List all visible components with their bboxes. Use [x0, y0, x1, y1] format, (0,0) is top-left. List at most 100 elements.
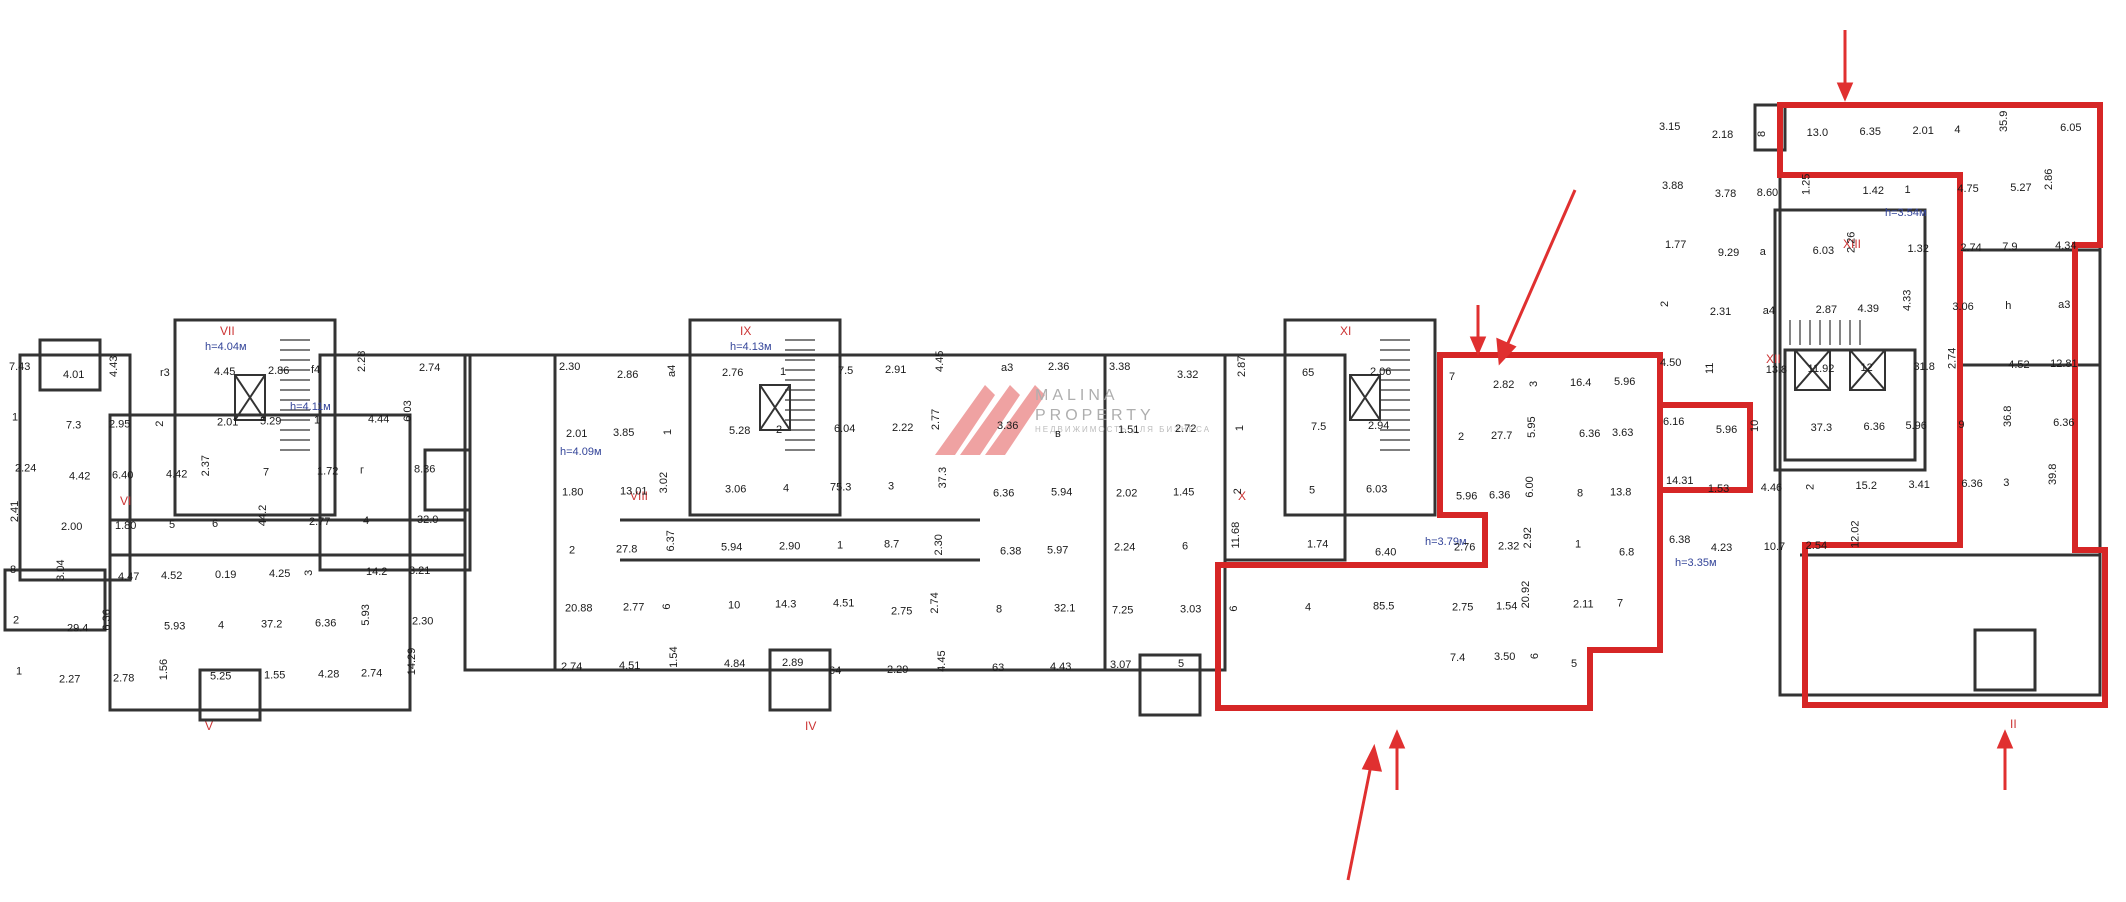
dimension-label: 1.25 [1801, 174, 1813, 195]
dimension-label: 2.72 [1175, 423, 1196, 435]
block-c-core [1283, 318, 1437, 517]
dimension-label: 2.92 [1522, 527, 1534, 548]
tower-outline [1778, 103, 2102, 697]
dimension-label: 8 [1577, 488, 1583, 500]
dimension-label: 2.29 [887, 664, 908, 676]
dimension-label: 4.42 [69, 470, 90, 482]
watermark-logo [935, 385, 1045, 455]
dimension-label: 5 [1178, 658, 1184, 670]
dimension-label: 2.87 [1816, 304, 1837, 316]
dimension-label: 6.36 [993, 487, 1014, 499]
dimension-label: 2 [776, 424, 782, 436]
dimension-label: 3.78 [1715, 188, 1736, 200]
dimension-label: 0.19 [215, 569, 236, 581]
dimension-label: 3.50 [1494, 651, 1515, 663]
dimension-label: 1.45 [1173, 486, 1194, 498]
dimension-label: 4.33 [1901, 290, 1913, 311]
dimension-label: 6.00 [1524, 476, 1536, 497]
dimension-label: 75.3 [830, 481, 851, 493]
dimension-label: 35.9 [1998, 111, 2010, 132]
dimension-label: 4.84 [724, 658, 745, 670]
dimension-label: 4 [1305, 602, 1311, 614]
stair-tower [1789, 320, 1861, 345]
dimension-label: 4.43 [108, 356, 120, 377]
dimension-label: 7.9 [2002, 241, 2017, 253]
dimension-label: 6.37 [665, 530, 677, 551]
block-c-outline [1103, 353, 1227, 672]
dimension-label: 6.36 [1579, 428, 1600, 440]
dimension-label: 4 [218, 620, 224, 632]
dimension-label: 1.56 [158, 659, 170, 680]
dimension-label: 6.36 [1864, 421, 1885, 433]
dimension-label: 8.60 [1757, 187, 1778, 199]
dimension-label: 29.4 [67, 623, 88, 635]
watermark: MALINA PROPERTY НЕДВИЖИМОСТЬ ДЛЯ БИЗНЕСА [935, 385, 1209, 455]
dimension-label: 2.94 [1368, 420, 1389, 432]
dimension-label: a3 [2058, 299, 2070, 311]
dimension-label: 2 [154, 421, 166, 427]
dimension-label: 2.86 [2043, 169, 2055, 190]
dimension-label: 4.23 [1711, 542, 1732, 554]
dimension-label: 2.26 [1846, 232, 1858, 253]
dimension-label: 1.80 [115, 520, 136, 532]
dimension-label: 6.8 [1619, 547, 1634, 559]
dimension-label: 1.55 [264, 669, 285, 681]
dimension-label: 13.8 [1766, 364, 1787, 376]
height-notes: h=4.04мh=4.11мh=4.13мh=4.09мh=3.79мh=3.3… [205, 207, 1927, 569]
dimension-label: 6 [1182, 541, 1188, 553]
dimension-label: 5.94 [1051, 486, 1072, 498]
arrow-diag-bottom-head [1361, 743, 1383, 772]
dimension-label: 5.96 [1456, 491, 1477, 503]
dimension-label: 5.27 [2010, 182, 2031, 194]
dimension-label: 6.40 [1375, 547, 1396, 559]
arrow-down-1-head [1469, 336, 1487, 356]
dimension-label: 7 [263, 466, 269, 478]
dimension-label: 7.5 [1311, 421, 1326, 433]
dimension-label: 3.03 [1180, 604, 1201, 616]
dimension-label: 5.96 [1614, 376, 1635, 388]
dimension-label: 14.2 [366, 566, 387, 578]
roman-label: VII [220, 324, 235, 338]
dimension-label: 1.77 [1665, 239, 1686, 251]
dimension-label: 2.01 [1912, 125, 1933, 137]
dimension-label: 4.47 [118, 571, 139, 583]
dimension-label: 7.43 [9, 361, 30, 373]
dimension-label: 37.2 [261, 619, 282, 631]
dimension-label: h [2005, 300, 2011, 312]
roman-label: VI [120, 494, 131, 508]
dimension-label: 8.36 [414, 463, 435, 475]
dimension-label: 37.3 [1811, 422, 1832, 434]
dimension-label: 2.89 [782, 657, 803, 669]
dimension-label: 2.91 [885, 364, 906, 376]
block-a-stub [463, 353, 557, 672]
dimension-label: 1 [662, 429, 674, 435]
dimension-label: 4.45 [214, 366, 235, 378]
dimension-label: 5.93 [164, 621, 185, 633]
dimension-label: 3.41 [1908, 479, 1929, 491]
dimension-label: 6 [212, 518, 218, 530]
dimension-label: 1.51 [1118, 424, 1139, 436]
dimension-label: 6.36 [2053, 417, 2074, 429]
dimension-label: 44.2 [257, 505, 269, 526]
dimension-label: г [360, 464, 364, 476]
dimension-label: 3.32 [1177, 369, 1198, 381]
dimension-label: a3 [1001, 362, 1013, 374]
dimension-label: 6.36 [101, 609, 113, 630]
dimension-label: 1.53 [1708, 483, 1729, 495]
block-b-outline [553, 353, 1107, 672]
dimension-label: 5.96 [1716, 424, 1737, 436]
dimension-label: 6.35 [1860, 126, 1881, 138]
dimension-label: 12.81 [2050, 358, 2078, 370]
dimension-label: 1 [314, 415, 320, 427]
dimension-label: 2.27 [59, 673, 80, 685]
dimension-label: 8 [1756, 131, 1768, 137]
dimension-label: 2.18 [1712, 129, 1733, 141]
dimension-label: 12 [1861, 362, 1873, 374]
dimension-label: 10 [728, 600, 740, 612]
dimension-label: 14.3 [775, 599, 796, 611]
dimension-label: 31.8 [1913, 361, 1934, 373]
block-b-room-7 [423, 448, 472, 512]
dimension-label: 5.25 [210, 670, 231, 682]
